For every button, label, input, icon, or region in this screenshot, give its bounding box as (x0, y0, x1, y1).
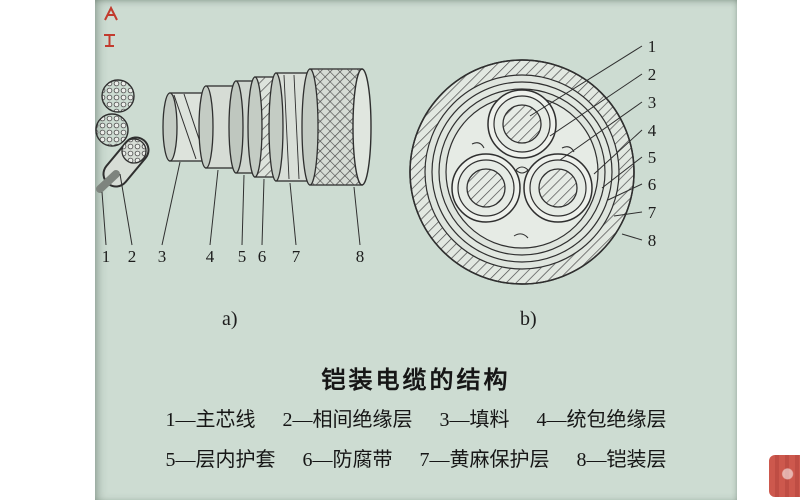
red-stamp-icon (104, 34, 115, 47)
label-b-2: 2 (648, 65, 657, 84)
label-a-4: 4 (206, 247, 215, 266)
cable-cutaway-diagram: 1 2 3 4 5 6 7 8 (95, 68, 372, 266)
legend-item-3: 3—填料 (439, 409, 510, 431)
cable-cross-section-diagram: 1 2 3 4 5 6 7 8 (409, 40, 657, 285)
cable-body (95, 68, 372, 193)
figure-title: 铠装电缆的结构 (321, 368, 511, 394)
part-numbers-b: 1 2 3 4 5 6 7 8 (648, 40, 657, 250)
legend-item-7: 7—黄麻保护层 (419, 449, 550, 471)
label-a-3: 3 (158, 247, 167, 266)
legend-item-2: 2—相间绝缘层 (282, 409, 413, 431)
scanned-figure-area (95, 0, 800, 500)
red-stamp-mark-2 (101, 32, 118, 54)
label-a-8: 8 (356, 247, 365, 266)
legend-row-2: 5—层内护套 6—防腐带 7—黄麻保护层 8—铠装层 (95, 443, 737, 472)
cross-section-cores (451, 89, 593, 239)
subfigure-label-a: a) (222, 308, 238, 330)
label-b-3: 3 (648, 93, 657, 112)
label-a-6: 6 (258, 247, 267, 266)
label-b-8: 8 (648, 231, 657, 250)
legend-item-6: 6—防腐带 (302, 449, 393, 471)
red-stamp-icon (104, 5, 118, 21)
label-b-4: 4 (648, 121, 657, 140)
label-b-7: 7 (648, 203, 657, 222)
red-watermark-logo (769, 455, 800, 497)
legend-item-8: 8—铠装层 (576, 449, 667, 471)
subfigure-label-b: b) (520, 308, 537, 330)
legend-item-1: 1—主芯线 (165, 409, 256, 431)
part-numbers-a: 1 2 3 4 5 6 7 8 (102, 247, 365, 266)
leader-lines-b (529, 45, 643, 241)
legend-item-5: 5—层内护套 (165, 449, 276, 471)
legend-row-1: 1—主芯线 2—相间绝缘层 3—填料 4—统包绝缘层 (95, 403, 737, 432)
leader-lines-a (101, 161, 361, 246)
legend-item-4: 4—统包绝缘层 (536, 409, 667, 431)
label-b-1: 1 (648, 40, 657, 56)
label-a-1: 1 (102, 247, 111, 266)
label-a-2: 2 (128, 247, 137, 266)
label-a-7: 7 (292, 247, 301, 266)
label-b-6: 6 (648, 175, 657, 194)
label-a-5: 5 (238, 247, 247, 266)
label-b-5: 5 (648, 148, 657, 167)
red-stamp-mark-1 (103, 5, 119, 28)
